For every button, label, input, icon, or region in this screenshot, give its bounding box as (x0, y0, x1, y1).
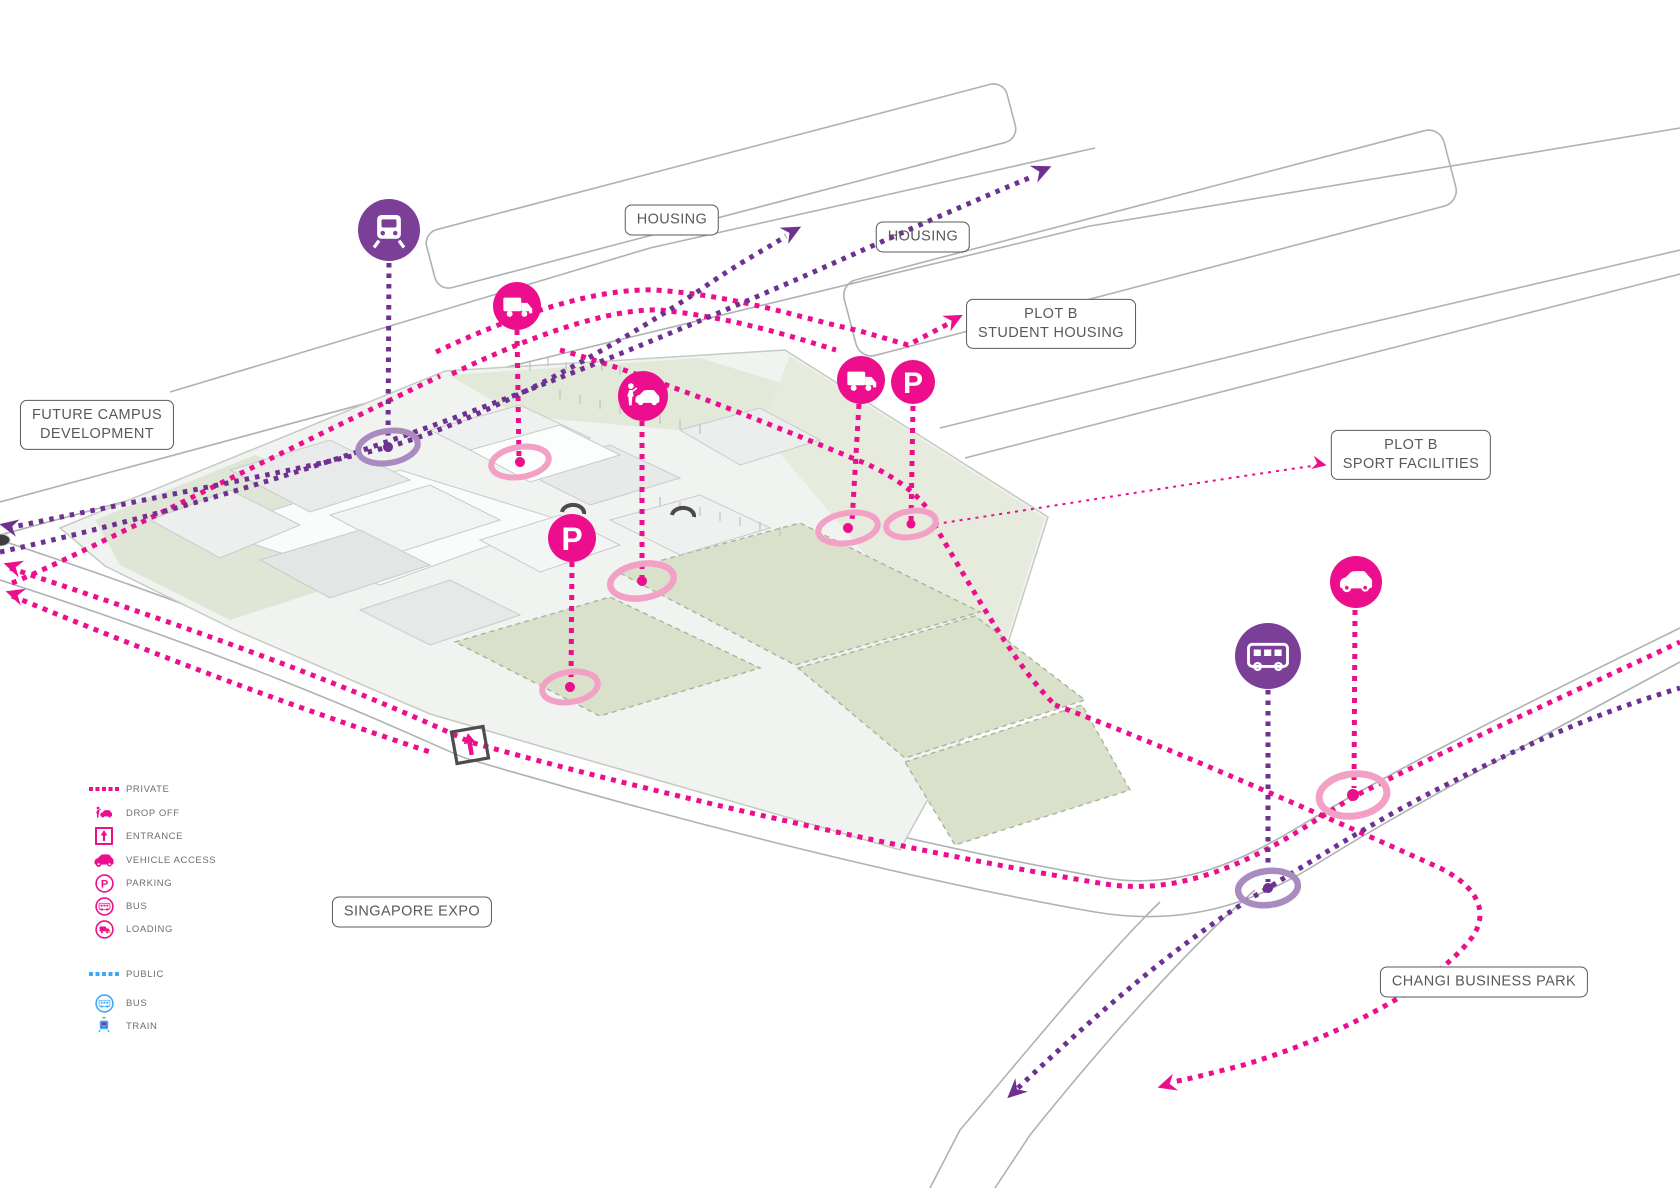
arrow-pink-south (1155, 1073, 1179, 1096)
entrance-icon (449, 724, 491, 766)
svg-text:P: P (100, 878, 107, 890)
node-vehicle-access (1315, 770, 1391, 820)
bus-icon (86, 993, 122, 1013)
label-line: FUTURE CAMPUS (31, 406, 163, 423)
train-icon (86, 1016, 122, 1036)
svg-text:P: P (903, 367, 923, 400)
label-future-campus-development: FUTURE CAMPUS DEVELOPMENT (19, 399, 175, 451)
legend-item-label: VEHICLE ACCESS (126, 854, 217, 866)
legend-item-loading: LOADING (86, 919, 173, 939)
building-cluster (0, 356, 822, 646)
arrow-pink-sport-facilities (1311, 455, 1329, 473)
label-housing-2: HOUSING (875, 221, 971, 253)
label-line: DEVELOPMENT (40, 426, 154, 442)
road-network (0, 83, 1680, 1188)
label-changi-business-park: CHANGI BUSINESS PARK (1379, 966, 1589, 998)
legend-item-vehicle-access: VEHICLE ACCESS (86, 850, 216, 870)
private-route-swatch (86, 779, 122, 799)
node-train (355, 427, 421, 467)
arrow-purple-ne-1 (779, 218, 806, 244)
legend-item-entrance: ENTRANCE (86, 826, 183, 846)
node-drop-off (607, 560, 677, 602)
label-plot-b-student-housing: PLOT B STUDENT HOUSING (966, 298, 1136, 350)
legend-item-label: PARKING (126, 877, 173, 889)
svg-text:P: P (561, 521, 582, 557)
legend-private-label: PRIVATE (126, 783, 170, 795)
drop-off-icon (86, 803, 122, 823)
label-line: PLOT B (1384, 436, 1438, 453)
legend-item-label: TRAIN (126, 1020, 158, 1032)
label-housing-2-text: HOUSING (887, 228, 959, 245)
parking-icon-center: P (548, 514, 596, 562)
label-housing-1-text: HOUSING (636, 211, 708, 228)
loading-icon-east (837, 356, 885, 404)
public-routes (0, 173, 1680, 1090)
label-plot-b-sport-facilities: PLOT B SPORT FACILITIES (1330, 429, 1492, 481)
train-station-icon (358, 199, 420, 261)
legend-item-bus-public: BUS (86, 993, 147, 1013)
legend-item-label: LOADING (126, 923, 173, 935)
map-icons: P P (358, 199, 1382, 689)
parking-icon: P (86, 873, 122, 893)
vehicle-access-icon (86, 850, 122, 870)
vehicle-access-icon (1330, 556, 1382, 608)
node-public-bus (1234, 867, 1302, 909)
bus-icon (86, 896, 122, 916)
node-parking-center (539, 668, 601, 706)
legend-item-drop-off: DROP OFF (86, 803, 180, 823)
public-bus-stop-icon (1235, 623, 1301, 689)
loading-icon (86, 919, 122, 939)
campus-site (58, 349, 1132, 851)
label-singapore-expo-text: SINGAPORE EXPO (343, 903, 481, 920)
label-singapore-expo: SINGAPORE EXPO (331, 896, 493, 928)
legend-item-bus-private: BUS (86, 896, 147, 916)
label-line: SPORT FACILITIES (1342, 456, 1480, 472)
loading-icon-north (493, 282, 541, 330)
legend-item-label: BUS (126, 997, 148, 1009)
label-line: STUDENT HOUSING (978, 325, 1124, 341)
public-route-swatch (86, 964, 122, 984)
legend-item-parking: P PARKING (86, 873, 172, 893)
node-loading-east (815, 509, 881, 547)
legend-private-header: PRIVATE (86, 779, 169, 799)
route-nodes (355, 427, 1391, 909)
legend-item-label: DROP OFF (126, 807, 180, 819)
drop-off-icon (618, 371, 668, 421)
node-parking-east (883, 507, 939, 541)
legend-public-header: PUBLIC (86, 964, 164, 984)
label-changi-text: CHANGI BUSINESS PARK (1391, 973, 1577, 990)
arrow-purple-south (1000, 1078, 1028, 1106)
parking-icon-east: P (891, 360, 935, 404)
entrance-icon (86, 826, 122, 846)
label-housing-1: HOUSING (624, 204, 720, 236)
legend-public-label: PUBLIC (126, 968, 164, 980)
legend-item-label: BUS (126, 900, 148, 912)
route-to-sport-facilities (935, 465, 1313, 525)
legend-item-train: TRAIN (86, 1016, 158, 1036)
label-line: PLOT B (1024, 305, 1078, 322)
node-loading-north (488, 443, 552, 481)
legend-item-label: ENTRANCE (126, 830, 184, 842)
